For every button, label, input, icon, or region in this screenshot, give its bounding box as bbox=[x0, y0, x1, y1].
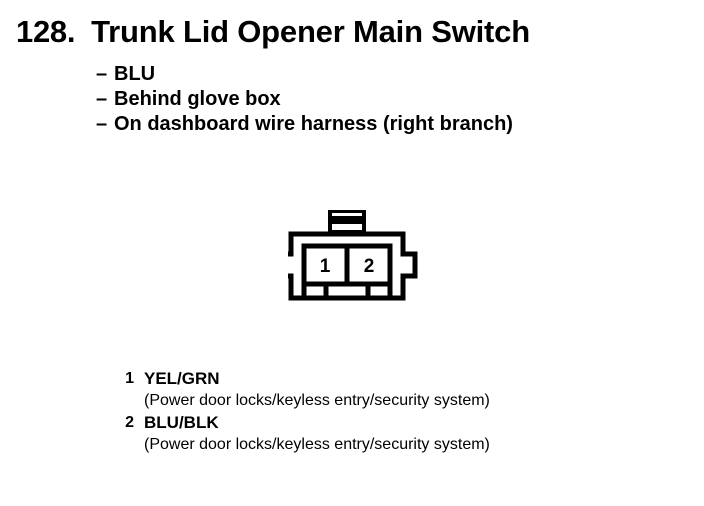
legend-wire-color: BLU/BLK bbox=[144, 413, 219, 432]
page-title: 128. Trunk Lid Opener Main Switch bbox=[16, 14, 530, 50]
legend-body: BLU/BLK (Power door locks/keyless entry/… bbox=[144, 412, 490, 456]
list-item-label: Behind glove box bbox=[114, 88, 281, 110]
title-number: 128. bbox=[16, 14, 76, 49]
connector-foot-left bbox=[301, 281, 329, 301]
list-item-label: On dashboard wire harness (right branch) bbox=[114, 113, 513, 135]
dash-icon: – bbox=[96, 88, 108, 110]
pin-legend: 1 YEL/GRN (Power door locks/keyless entr… bbox=[112, 368, 490, 456]
connector-top-tab-upper bbox=[328, 209, 366, 220]
legend-pin-number: 2 bbox=[125, 414, 134, 431]
list-item: 1 YEL/GRN (Power door locks/keyless entr… bbox=[112, 368, 490, 412]
legend-pin-number: 1 bbox=[125, 370, 134, 387]
legend-description: (Power door locks/keyless entry/security… bbox=[144, 436, 490, 453]
description-list: –BLU –Behind glove box –On dashboard wir… bbox=[96, 62, 513, 137]
legend-description: (Power door locks/keyless entry/security… bbox=[144, 392, 490, 409]
list-item: –Behind glove box bbox=[96, 87, 513, 112]
list-item: 2 BLU/BLK (Power door locks/keyless entr… bbox=[112, 412, 490, 456]
legend-body: YEL/GRN (Power door locks/keyless entry/… bbox=[144, 368, 490, 412]
dash-icon: – bbox=[96, 113, 108, 135]
title-text: Trunk Lid Opener Main Switch bbox=[91, 14, 530, 49]
connector-top-tab-lower bbox=[328, 220, 366, 234]
connector-svg: 1 2 bbox=[276, 209, 418, 301]
dash-icon: – bbox=[96, 63, 108, 85]
legend-wire-color: YEL/GRN bbox=[144, 369, 220, 388]
connector-diagram: 1 2 bbox=[276, 209, 428, 310]
connector-pin-2-label: 2 bbox=[364, 256, 375, 277]
list-item: –BLU bbox=[96, 62, 513, 87]
list-item: –On dashboard wire harness (right branch… bbox=[96, 112, 513, 137]
list-item-label: BLU bbox=[114, 63, 156, 85]
connector-foot-right bbox=[365, 281, 393, 301]
connector-pin-1-label: 1 bbox=[320, 256, 331, 277]
